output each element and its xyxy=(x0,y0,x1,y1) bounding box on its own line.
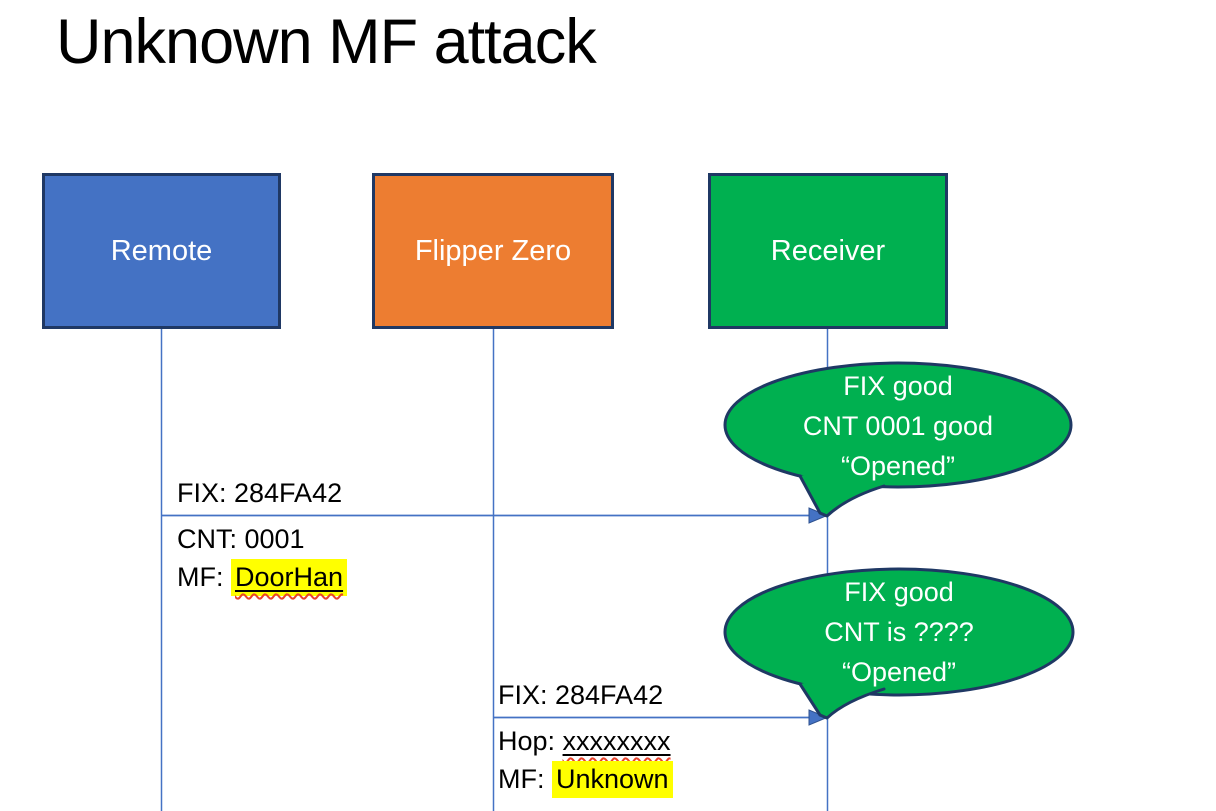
message1-label-below: CNT: 0001 MF: DoorHan xyxy=(177,520,348,596)
hop-value-squiggle: xxxxxxxx xyxy=(563,726,671,756)
cnt-prefix: CNT: xyxy=(177,524,245,554)
mf-prefix: MF: xyxy=(498,764,552,794)
message1-label-above: FIX: 284FA42 xyxy=(177,478,343,508)
message1-cnt-line: CNT: 0001 xyxy=(177,520,347,558)
actor-box-receiver: Receiver xyxy=(708,173,948,329)
callout1-line1: FIX good xyxy=(843,371,953,401)
actor-label-flipper-zero: Flipper Zero xyxy=(414,234,572,267)
cnt-value: 0001 xyxy=(244,524,305,554)
actor-label-remote: Remote xyxy=(110,234,213,267)
callout2-text: FIX good CNT is ???? “Opened” xyxy=(734,570,1064,694)
callout-bubble-2 xyxy=(723,567,1075,720)
callout2-line3: “Opened” xyxy=(841,657,957,687)
callout-bubble-1 xyxy=(723,361,1073,518)
callout-tail-2 xyxy=(798,682,886,720)
callout2-line2: CNT is ???? xyxy=(824,617,974,647)
callout2-line1: FIX good xyxy=(844,577,954,607)
actor-box-flipper-zero: Flipper Zero xyxy=(372,173,614,329)
mf-value: DoorHan xyxy=(235,562,344,592)
callout1-line2: CNT 0001 good xyxy=(802,411,994,441)
mf-value-highlighted: DoorHan xyxy=(231,559,348,596)
mf-value-highlighted: Unknown xyxy=(552,761,673,798)
mf-prefix: MF: xyxy=(177,562,231,592)
callout-tail-1 xyxy=(798,474,886,518)
message2-hop-line: Hop: xxxxxxxx xyxy=(498,722,673,760)
message1-mf-line: MF: DoorHan xyxy=(177,558,348,596)
actor-label-receiver: Receiver xyxy=(770,234,886,267)
hop-value: xxxxxxxx xyxy=(562,726,671,756)
callout1-text: FIX good CNT 0001 good “Opened” xyxy=(733,364,1063,488)
slide-title: Unknown MF attack xyxy=(56,7,597,77)
message2-label-below: Hop: xxxxxxxx MF: Unknown xyxy=(498,722,673,798)
message2-mf-line: MF: Unknown xyxy=(498,760,673,798)
callout1-line3: “Opened” xyxy=(840,451,956,481)
actor-box-remote: Remote xyxy=(42,173,281,329)
hop-prefix: Hop: xyxy=(498,726,563,756)
message2-label-above: FIX: 284FA42 xyxy=(498,680,664,710)
